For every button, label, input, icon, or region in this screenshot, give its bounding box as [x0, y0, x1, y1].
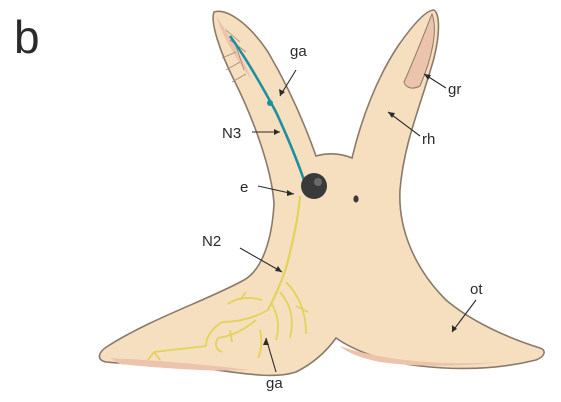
- body-spot: [353, 195, 358, 202]
- label-gr: gr: [448, 81, 461, 98]
- label-ot: ot: [470, 281, 483, 298]
- label-rh: rh: [422, 131, 435, 148]
- eye-highlight: [314, 178, 322, 186]
- label-ga-bottom: ga: [266, 375, 283, 392]
- label-e: e: [240, 179, 248, 196]
- label-n3: N3: [222, 125, 241, 142]
- label-n2: N2: [202, 233, 221, 250]
- ganglion-ga-dot: [267, 100, 273, 106]
- label-ga-top: ga: [290, 43, 307, 60]
- eye: [301, 173, 327, 199]
